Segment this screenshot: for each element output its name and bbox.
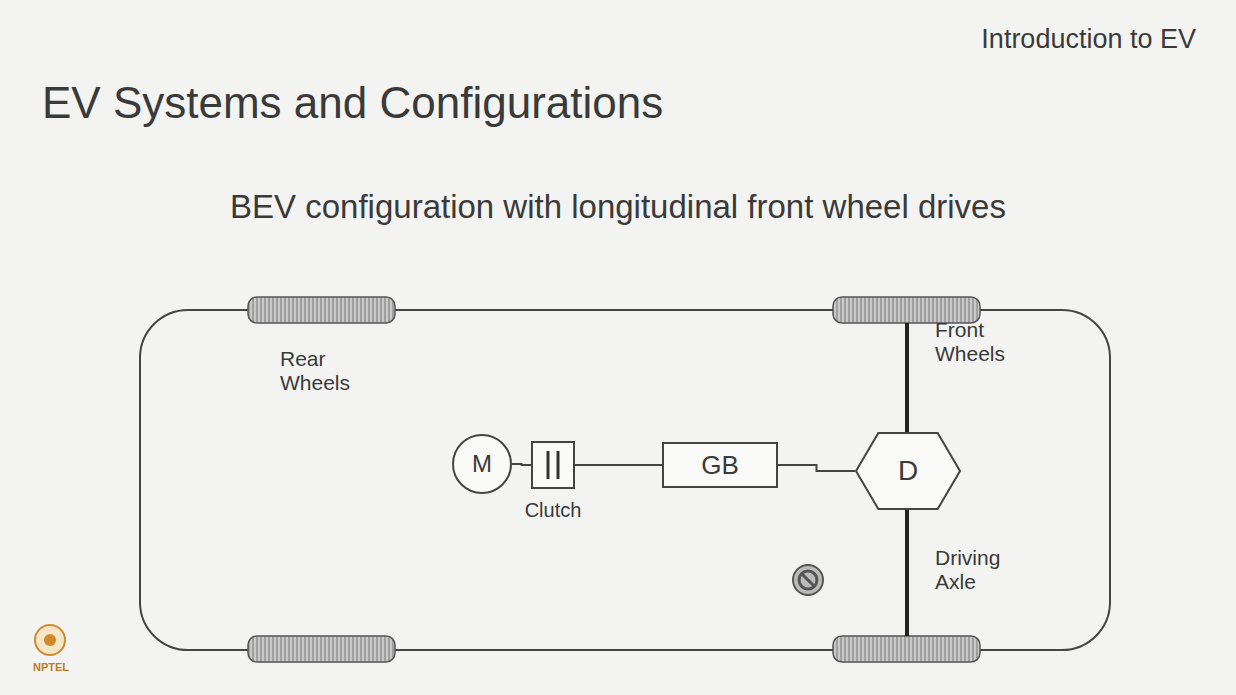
shaft-connector bbox=[575, 465, 662, 466]
slide-title: EV Systems and Configurations bbox=[42, 78, 663, 129]
wheel bbox=[833, 636, 980, 662]
shaft-connector bbox=[778, 465, 855, 471]
component-label: Clutch bbox=[525, 499, 582, 522]
part-label: Rear Wheels bbox=[280, 347, 370, 395]
node-text: D bbox=[898, 455, 918, 487]
driving-axle bbox=[905, 323, 909, 432]
node-text: GB bbox=[701, 450, 739, 481]
logo-text: NPTEL bbox=[33, 661, 69, 674]
wheel bbox=[248, 636, 395, 662]
subtitle: BEV configuration with longitudinal fron… bbox=[230, 188, 1006, 226]
clutch-outline bbox=[531, 441, 575, 489]
driving-axle bbox=[905, 510, 909, 636]
nptel-logo bbox=[35, 625, 65, 655]
gearbox-box: GB bbox=[662, 442, 778, 488]
clutch-symbol: Clutch bbox=[531, 441, 575, 489]
motor-circle: M bbox=[452, 434, 512, 494]
no-symbol bbox=[793, 565, 823, 595]
section-header: Introduction to EV bbox=[981, 24, 1196, 55]
node-text: M bbox=[472, 450, 492, 478]
part-label: Driving Axle bbox=[935, 546, 1025, 594]
wheel bbox=[248, 297, 395, 323]
part-label: Front Wheels bbox=[935, 318, 1025, 366]
car-outline bbox=[140, 310, 1110, 650]
shaft-connector bbox=[512, 464, 531, 465]
differential-hexagon: D bbox=[855, 432, 961, 510]
